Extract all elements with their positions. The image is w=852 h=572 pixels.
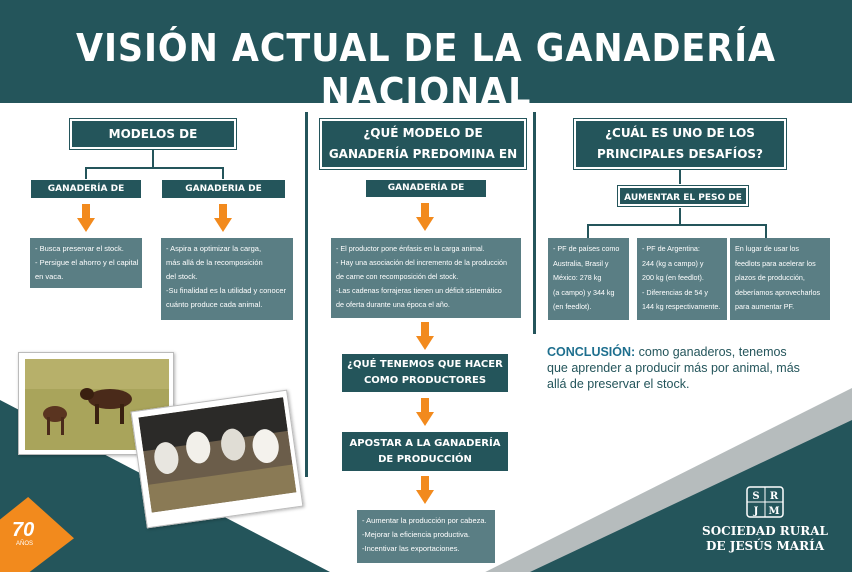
countries-weight-info: - PF de países como Australia, Brasil y … xyxy=(548,238,629,320)
increase-weight-label: AUMENTAR EL PESO DE FAENA xyxy=(617,185,749,223)
models-title: MODELOS DE GANADERÍA xyxy=(69,118,237,167)
arrow-down-icon xyxy=(416,398,434,426)
info-line: del stock. xyxy=(166,272,198,281)
info-line: 244 (kg a campo) y xyxy=(642,258,704,268)
info-line: -Incentivar las exportaciones. xyxy=(362,544,460,553)
production-answer: APOSTAR A LA GANADERÍA DE PRODUCCIÓN xyxy=(342,432,508,471)
argentina-weight-info: - PF de Argentina: 244 (kg a campo) y 20… xyxy=(637,238,727,320)
info-line: México: 278 kg xyxy=(553,273,602,282)
anniversary-number: 70 xyxy=(12,519,35,541)
svg-text:R: R xyxy=(770,491,779,502)
produccion-info: - Aspira a optimizar la carga, más allá … xyxy=(161,238,293,320)
tenencia-info: - Busca preservar el stock. - Persigue e… xyxy=(30,238,142,288)
info-line: -Mejorar la eficiencia productiva. xyxy=(362,530,470,539)
cattle-photo-1 xyxy=(18,352,174,455)
info-line: En lugar de usar los xyxy=(735,244,799,253)
conclusion-label: CONCLUSIÓN: xyxy=(547,345,636,359)
production-info: - Aumentar la producción por cabeza. -Me… xyxy=(357,510,495,563)
info-line: más allá de la recomposición xyxy=(166,258,263,267)
anniversary-text: AÑOS xyxy=(16,541,34,547)
tenencia-label-2: GANADERÍA DE TENENCIA xyxy=(366,180,486,210)
arrow-down-icon xyxy=(214,204,232,232)
column-divider-1 xyxy=(305,112,308,477)
info-line: de oferta durante una época el año. xyxy=(336,300,450,309)
info-line: - Aumentar la producción por cabeza. xyxy=(362,516,487,525)
svg-text:S: S xyxy=(752,491,759,502)
arrow-down-icon xyxy=(77,204,95,232)
info-line: 144 kg respectivamente. xyxy=(642,302,721,311)
sociedad-rural-logo: S R J M SOCIEDAD RURAL DE JESÚS MARÍA xyxy=(700,485,830,554)
info-line: - Persigue el ahorro y el capital xyxy=(35,258,139,267)
info-line: - PF de Argentina: xyxy=(642,244,700,253)
tenencia-label: GANADERÍA DE TENENCIA xyxy=(31,180,141,212)
info-line: feedlots para acelerar los xyxy=(735,258,816,268)
info-line: -Su finalidad es la utilidad y conocer xyxy=(166,286,287,295)
info-line: - Diferencias de 54 y xyxy=(642,287,708,297)
info-line: (en feedlot). xyxy=(553,302,592,311)
info-line: deberíamos aprovecharlos xyxy=(735,287,821,297)
info-line: plazos de producción, xyxy=(735,273,805,282)
info-line: - PF de países como xyxy=(553,244,620,253)
connector-line xyxy=(222,167,224,179)
info-line: 200 kg (en feedlot). xyxy=(642,273,704,282)
connector-line xyxy=(152,150,154,168)
connector-line xyxy=(765,224,767,238)
info-line: -Las cadenas forrajeras tienen un défici… xyxy=(336,286,502,295)
header-banner: VISIÓN ACTUAL DE LA GANADERÍA NACIONAL xyxy=(0,0,852,114)
column-divider-2 xyxy=(533,112,536,334)
arrow-down-icon xyxy=(416,203,434,231)
svg-text:J: J xyxy=(753,506,759,517)
info-line: de carne con recomposición del stock. xyxy=(336,272,459,281)
challenges-title: ¿CUÁL ES UNO DE LOS PRINCIPALES DESAFÍOS… xyxy=(573,118,787,170)
predominant-model-title: ¿QUÉ MODELO DE GANADERÍA PREDOMINA EN AR… xyxy=(319,118,527,182)
connector-line xyxy=(679,208,681,224)
connector-line xyxy=(85,167,87,179)
connector-line xyxy=(679,170,681,184)
connector-line xyxy=(587,224,767,226)
connector-line xyxy=(587,224,589,238)
svg-text:M: M xyxy=(768,506,779,517)
feedlot-advice-info: En lugar de usar los feedlots para acele… xyxy=(730,238,830,320)
tenencia-info-2: - El productor pone énfasis en la carga … xyxy=(331,238,521,318)
info-line: (a campo) y 344 kg xyxy=(553,287,615,297)
feedlot-cattle-image xyxy=(138,397,297,513)
info-line: - Hay una asociación del incremento de l… xyxy=(336,258,508,267)
cattle-photo-2 xyxy=(130,389,304,529)
logo-name-line1: SOCIEDAD RURAL xyxy=(702,524,828,538)
conclusion-text: CONCLUSIÓN: como ganaderos, tenemos que … xyxy=(547,344,807,392)
page-title: VISIÓN ACTUAL DE LA GANADERÍA NACIONAL xyxy=(75,26,776,114)
info-line: cuánto produce cada animal. xyxy=(166,300,263,309)
connector-line xyxy=(85,167,223,169)
info-line: - Busca preservar el stock. xyxy=(35,244,124,253)
info-line: en vaca. xyxy=(35,272,64,281)
arrow-down-icon xyxy=(416,322,434,350)
logo-name-line2: DE JESÚS MARÍA xyxy=(705,539,825,553)
arrow-down-icon xyxy=(416,476,434,504)
produccion-label: GANADERIA DE PRODUCCIÓN xyxy=(162,180,285,212)
info-line: Australia, Brasil y xyxy=(553,258,609,268)
what-to-do-question: ¿QUÉ TENEMOS QUE HACER COMO PRODUCTORES … xyxy=(342,354,508,402)
info-line: - Aspira a optimizar la carga, xyxy=(166,244,262,253)
seal-icon: S R J M xyxy=(746,486,784,518)
conclusion-body: como ganaderos, tenemos que aprender a p… xyxy=(547,345,800,391)
info-line: para aumentar PF. xyxy=(735,302,795,311)
info-line: - El productor pone énfasis en la carga … xyxy=(336,244,485,253)
